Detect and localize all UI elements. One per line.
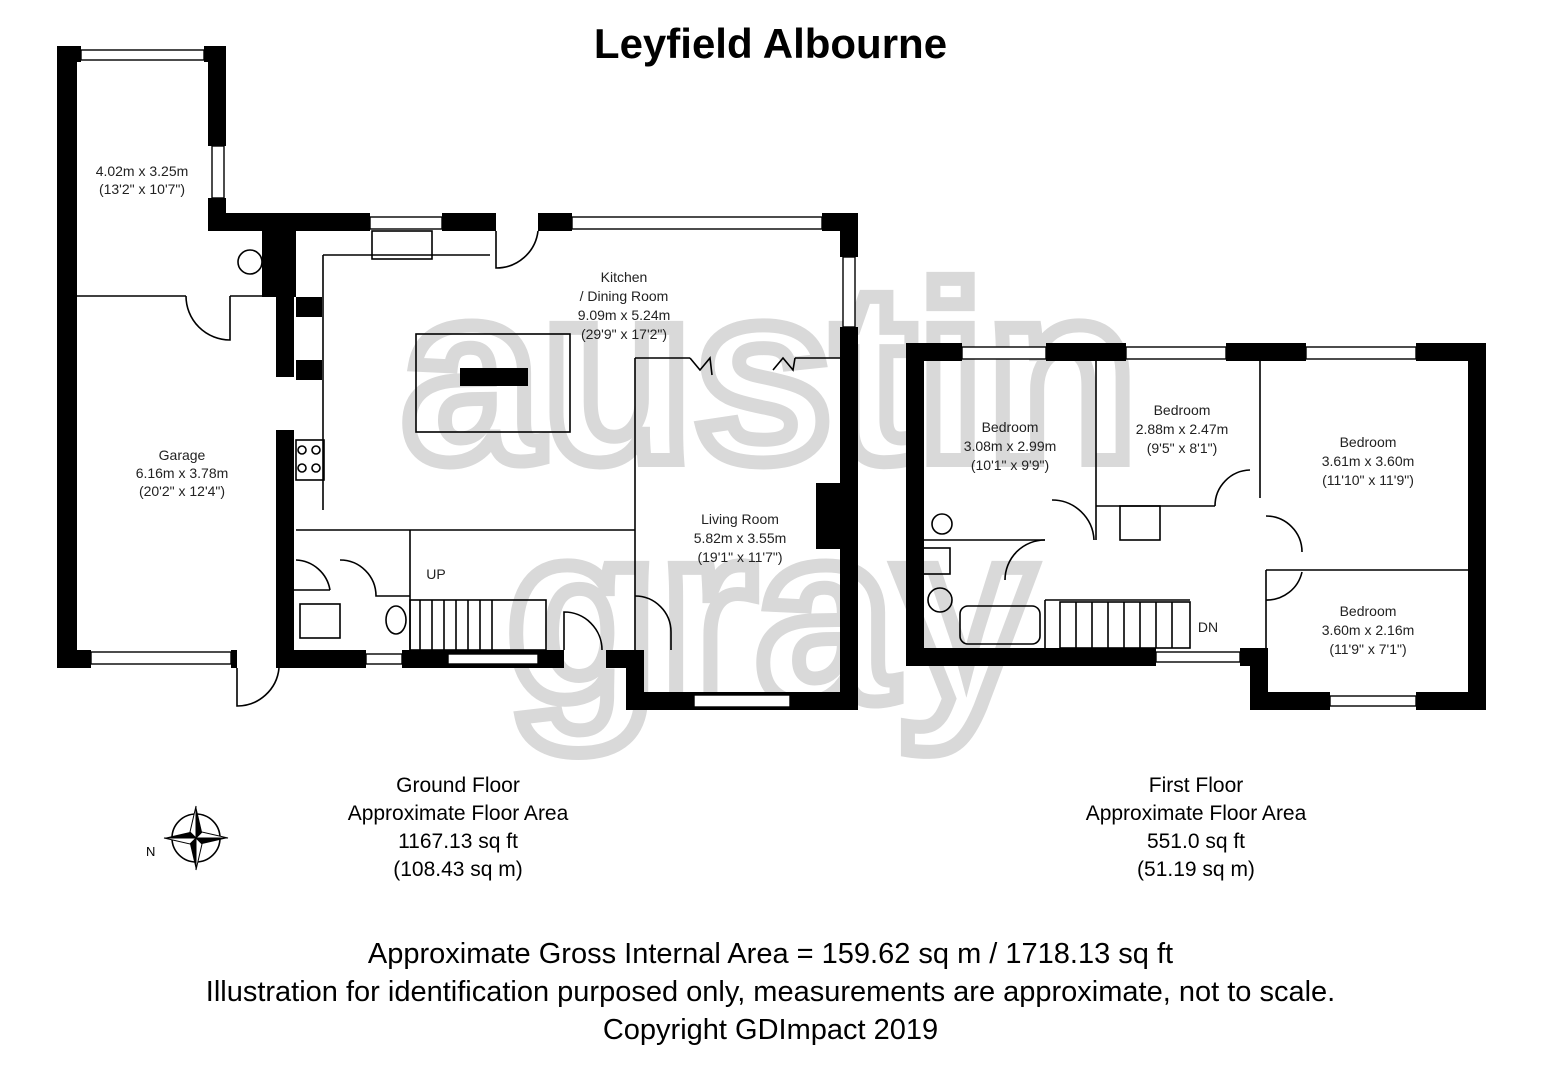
kitchen-sink <box>371 230 433 260</box>
garage-imperial: (20'2" x 12'4") <box>139 483 225 499</box>
bedroom-1-label: Bedroom <box>982 419 1039 435</box>
compass-north-label: N <box>146 844 155 859</box>
kitchen-dims: 9.09m x 5.24m <box>578 307 671 323</box>
stairs-down-label: DN <box>1198 619 1218 635</box>
shower <box>931 513 953 535</box>
conservatory-walls <box>57 46 298 668</box>
compass-icon: N <box>146 805 229 871</box>
ground-floor-caption: Ground Floor Approximate Floor Area 1167… <box>308 772 608 884</box>
ground-floor-area-label: Approximate Floor Area <box>347 802 569 825</box>
bedroom-3-label: Bedroom <box>1340 434 1397 450</box>
main-house-walls <box>237 213 858 710</box>
bedroom-4-label: Bedroom <box>1340 603 1397 619</box>
bedroom-4-imperial: (11'9" x 7'1") <box>1329 641 1406 657</box>
wc <box>299 603 341 639</box>
bedroom-4-dims: 3.60m x 2.16m <box>1322 622 1415 638</box>
first-floor-wc <box>909 547 951 575</box>
watermark: austin gray <box>395 227 1145 760</box>
ground-floor-plan <box>57 46 858 710</box>
first-floor-area-label: Approximate Floor Area <box>1085 802 1307 825</box>
ground-floor-area-sqm: (108.43 sq m) <box>393 858 523 881</box>
bath <box>959 605 1041 645</box>
bedroom-1-dims: 3.08m x 2.99m <box>964 438 1057 454</box>
living-room-imperial: (19'1" x 11'7") <box>697 549 782 565</box>
garage-dims: 6.16m x 3.78m <box>136 465 229 481</box>
cooker <box>295 439 325 481</box>
bedroom-2-dims: 2.88m x 2.47m <box>1136 421 1229 437</box>
first-floor-plan <box>906 343 1486 710</box>
living-room-label: Living Room <box>701 511 779 527</box>
bedroom-3-imperial: (11'10" x 11'9") <box>1322 472 1414 488</box>
utility-basin <box>237 249 263 275</box>
bedroom-2-imperial: (9'5" x 8'1") <box>1147 440 1218 456</box>
garage-walls <box>57 297 294 707</box>
bedroom-1-imperial: (10'1" x 9'9") <box>971 457 1049 473</box>
ground-floor-area-sqft: 1167.13 sq ft <box>398 830 518 853</box>
copyright: Copyright GDImpact 2019 <box>602 1014 939 1046</box>
first-floor-basin <box>927 587 953 613</box>
bedroom-3-dims: 3.61m x 3.60m <box>1322 453 1415 469</box>
garage-label: Garage <box>159 447 206 463</box>
hob <box>460 368 528 386</box>
ground-floor-title: Ground Floor <box>396 774 520 797</box>
living-room-dims: 5.82m x 3.55m <box>694 530 787 546</box>
kitchen-island <box>415 333 571 433</box>
stairs-up-label: UP <box>426 566 445 582</box>
kitchen-imperial: (29'9" x 17'2") <box>581 326 667 342</box>
basin <box>385 605 407 635</box>
footer: Approximate Gross Internal Area = 159.62… <box>0 935 1541 1049</box>
first-floor-area-sqft: 551.0 sq ft <box>1146 830 1246 853</box>
conservatory-dims: 4.02m x 3.25m <box>96 163 189 179</box>
kitchen-label: Kitchen <box>601 269 648 285</box>
plan-title: Leyfield Albourne <box>593 20 948 67</box>
bedroom-2-label: Bedroom <box>1154 402 1211 418</box>
conservatory-imperial: (13'2" x 10'7") <box>99 181 185 197</box>
first-floor-caption: First Floor Approximate Floor Area 551.0… <box>1046 772 1346 884</box>
watermark-line2: gray <box>506 474 1034 753</box>
disclaimer: Illustration for identification purposed… <box>205 976 1336 1008</box>
first-floor-title: First Floor <box>1148 774 1244 797</box>
first-floor-area-sqm: (51.19 sq m) <box>1137 858 1255 881</box>
gross-area: Approximate Gross Internal Area = 159.62… <box>367 938 1174 970</box>
kitchen-label-2: / Dining Room <box>580 288 669 304</box>
